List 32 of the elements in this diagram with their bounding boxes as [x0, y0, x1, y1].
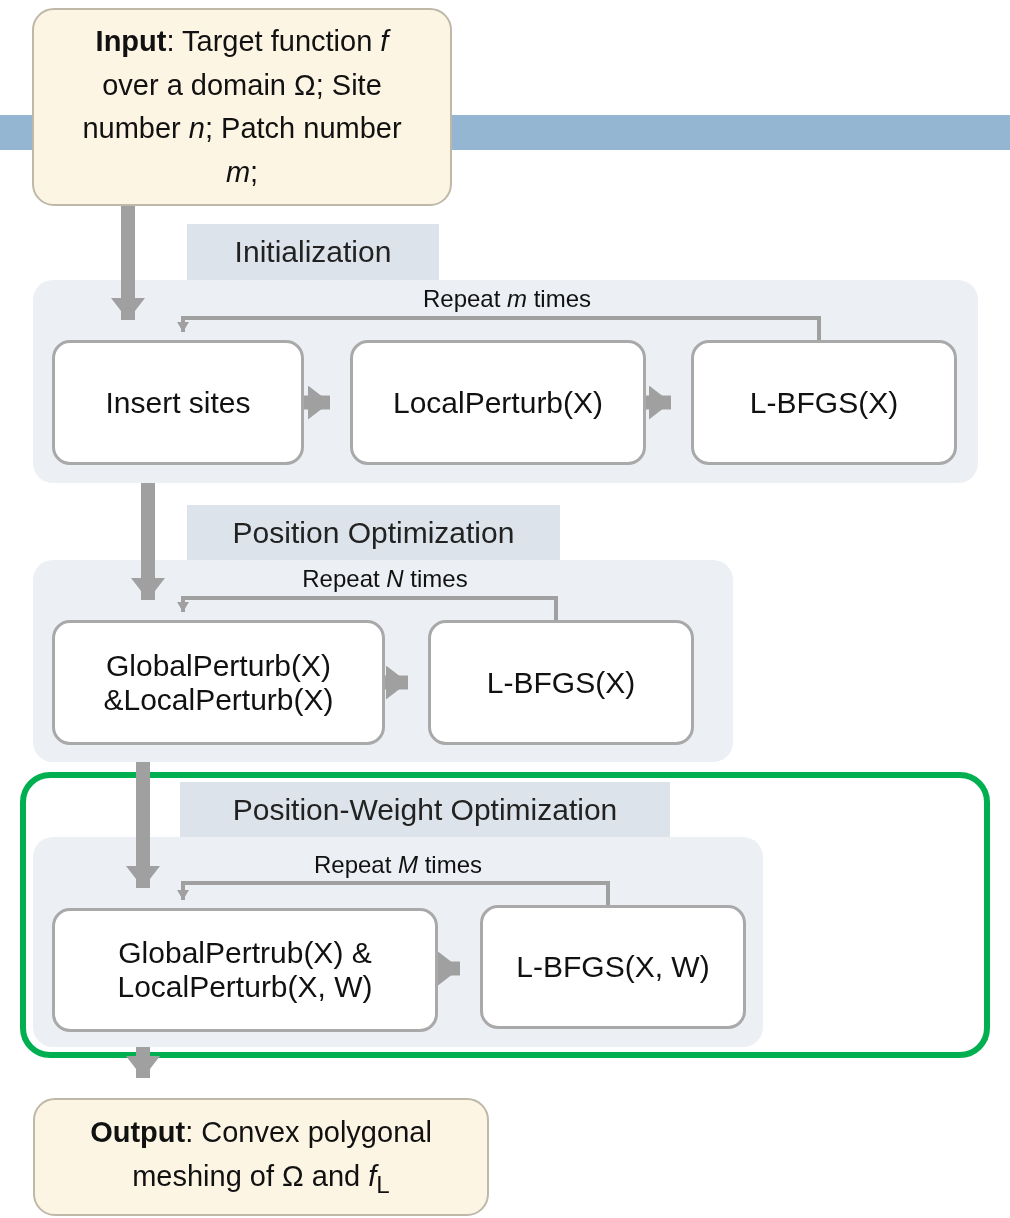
node-text: Output: Convex polygonal meshing of Ω and f$_{L}$ — [89, 1115, 433, 1200]
node-text: Input: Target function f over a domain Ω; Site number n; Patch number m; — [81, 24, 403, 190]
block-arrow — [385, 665, 408, 700]
loop-arrow — [177, 316, 821, 340]
block-arrow — [646, 385, 671, 420]
node-text: LocalPerturb(X) — [392, 385, 604, 420]
node-text: L-BFGS(X) — [749, 385, 899, 420]
loop-arrow — [177, 881, 610, 905]
block-arrow — [126, 1047, 160, 1078]
node-text: GlobalPertrub(X) & LocalPerturb(X, W) — [116, 936, 374, 1004]
block-arrow — [304, 385, 330, 420]
block-arrow — [438, 951, 460, 986]
process-box — [350, 340, 646, 465]
io-box — [32, 8, 452, 206]
node-text: L-BFGS(X) — [486, 665, 636, 700]
io-box — [33, 1098, 489, 1216]
node-text: L-BFGS(X, W) — [516, 950, 710, 984]
section-heading: Initialization — [187, 224, 439, 280]
loop-arrow — [177, 596, 558, 620]
process-box — [52, 340, 304, 465]
process-box — [52, 908, 438, 1032]
block-arrow — [111, 206, 145, 320]
process-box — [428, 620, 694, 745]
section-heading: Position Optimization — [187, 505, 560, 560]
node-text: Insert sites — [105, 385, 251, 420]
process-box — [691, 340, 957, 465]
process-box — [52, 620, 385, 745]
block-arrow — [126, 762, 160, 888]
block-arrow — [131, 483, 165, 600]
section-heading: Position-Weight Optimization — [180, 782, 670, 837]
process-box — [480, 905, 746, 1029]
node-text: GlobalPerturb(X) &LocalPerturb(X) — [102, 648, 335, 717]
